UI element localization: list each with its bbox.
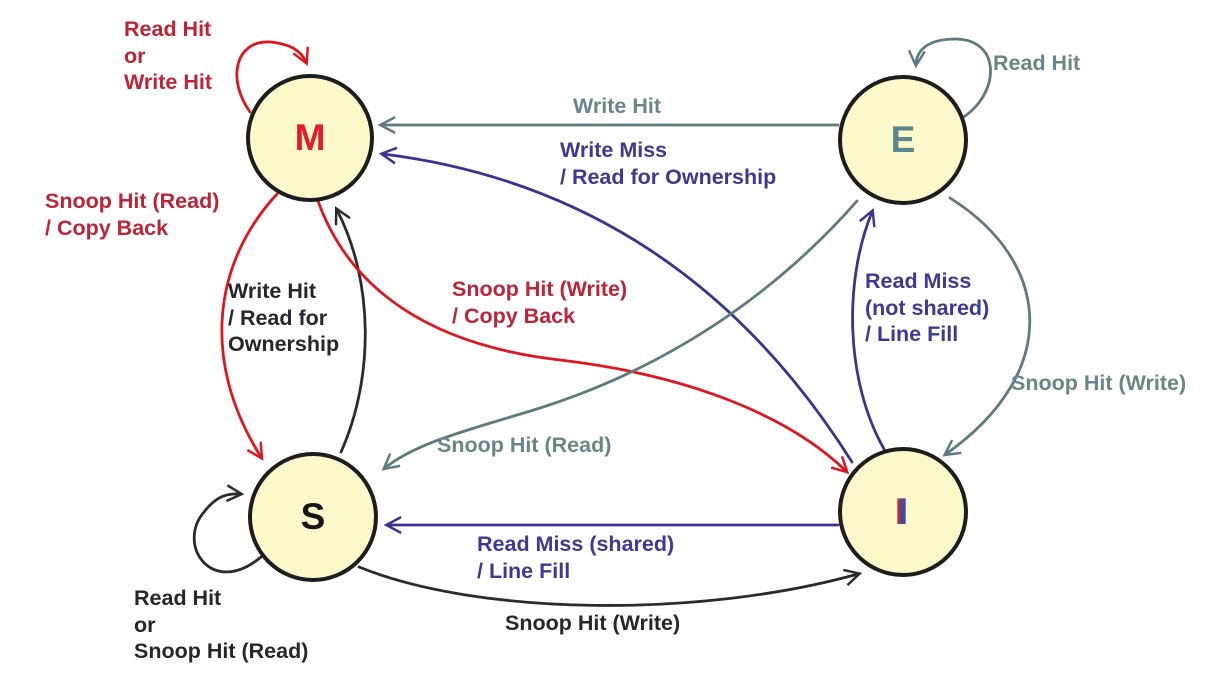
transition-arrow-e-s (381, 199, 859, 471)
transition-label-e-m: Write Hit (573, 94, 661, 118)
state-node-s: S (248, 452, 378, 582)
state-letter-e: E (890, 119, 916, 160)
state-letter-s: S (300, 496, 326, 537)
transition-arrow-m-s (220, 192, 279, 461)
transition-label-e-s: Snoop Hit (Read) (437, 433, 612, 457)
transition-arrow-m-i (316, 199, 850, 475)
transition-label-s-m: Write Hit / Read for Ownership (228, 279, 340, 357)
transition-label-m-s: Snoop Hit (Read) / Copy Back (45, 189, 220, 240)
state-node-i: I (838, 447, 968, 577)
transition-label-s-i: Snoop Hit (Write) (505, 611, 681, 635)
transition-arrow-m-m (235, 40, 309, 114)
state-node-m: M (246, 74, 374, 202)
state-letter-i: I (897, 491, 909, 532)
transition-label-m-m: Read Hit or Write Hit (124, 17, 212, 95)
transition-arrow-e-e (907, 37, 992, 120)
transition-arrow-s-s (192, 484, 263, 574)
transition-arrow-e-i (942, 196, 1032, 457)
transition-label-s-s: Read Hit or Snoop Hit (Read) (134, 586, 309, 664)
transition-arrow-i-e (851, 207, 886, 451)
transition-label-e-i: Snoop Hit (Write) (1011, 371, 1187, 395)
transition-label-i-m: Write Miss / Read for Ownership (560, 138, 777, 189)
state-letter-m: M (294, 117, 326, 158)
transition-label-m-i: Snoop Hit (Write) / Copy Back (452, 277, 628, 328)
transition-label-e-e: Read Hit (993, 51, 1081, 75)
state-node-e: E (838, 75, 968, 205)
transition-arrow-s-m (334, 206, 367, 454)
transition-arrow-s-i (357, 565, 863, 607)
transition-arrow-i-m (378, 146, 854, 464)
transition-label-i-e: Read Miss (not shared) / Line Fill (865, 269, 990, 347)
transition-label-i-s: Read Miss (shared) / Line Fill (477, 532, 675, 583)
